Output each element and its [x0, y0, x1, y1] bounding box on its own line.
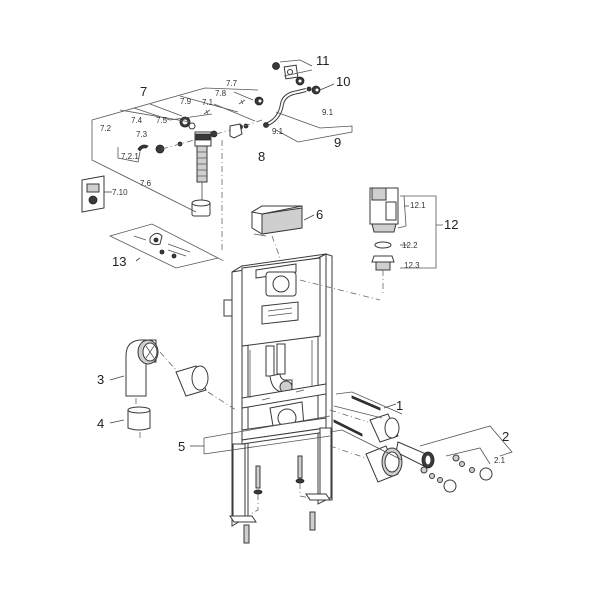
label-10: 10 [336, 74, 350, 89]
part-10-11-stop-valve [272, 59, 335, 95]
label-7-5: 7.5 [156, 116, 168, 125]
label-12: 12 [444, 217, 458, 232]
part-12-flush-valve [299, 187, 443, 301]
label-3: 3 [97, 372, 104, 387]
label-12-3: 12.3 [404, 261, 420, 270]
label-1: 1 [396, 398, 403, 413]
label-7-10: 7.10 [112, 188, 128, 197]
label-7-4: 7.4 [131, 116, 143, 125]
label-13: 13 [112, 254, 126, 269]
label-7-3: 7.3 [136, 130, 148, 139]
part-5-leader [190, 415, 331, 455]
label-2: 2 [502, 429, 509, 444]
label-6: 6 [316, 207, 323, 222]
label-12-2: 12.2 [402, 241, 418, 250]
label-5: 5 [178, 439, 185, 454]
label-2-1: 2.1 [494, 456, 506, 465]
label-7-7: 7.7 [226, 79, 238, 88]
label-12-1: 12.1 [410, 201, 426, 210]
callout-labels: 1 2 2.1 3 4 5 6 7 7.1 7.2 7.2.1 7.3 7.4 … [97, 53, 509, 465]
label-7-6: 7.6 [140, 179, 152, 188]
label-9-1-upper: 9.1 [322, 108, 334, 117]
part-13-fixing-set [108, 223, 227, 269]
label-9: 9 [334, 135, 341, 150]
label-7-8: 7.8 [215, 89, 227, 98]
label-7-2-1: 7.2.1 [121, 152, 139, 161]
part-7-fill-valve-assembly [91, 87, 264, 252]
part-1-2-flush-pipes [329, 391, 513, 493]
label-7-9: 7.9 [180, 97, 192, 106]
label-11: 11 [316, 53, 330, 68]
part-3-4-drain-elbow [109, 339, 237, 440]
label-8: 8 [258, 149, 265, 164]
part-9-connection-hose [263, 86, 353, 143]
part-7-10-actuator-plate [81, 175, 112, 213]
label-7-1: 7.1 [202, 98, 214, 107]
label-4: 4 [97, 416, 104, 431]
label-9-1-lower: 9.1 [272, 127, 284, 136]
part-6-insulation-block [250, 205, 315, 259]
installation-frame [223, 253, 333, 544]
label-7: 7 [140, 84, 147, 99]
label-7-2: 7.2 [100, 124, 112, 133]
